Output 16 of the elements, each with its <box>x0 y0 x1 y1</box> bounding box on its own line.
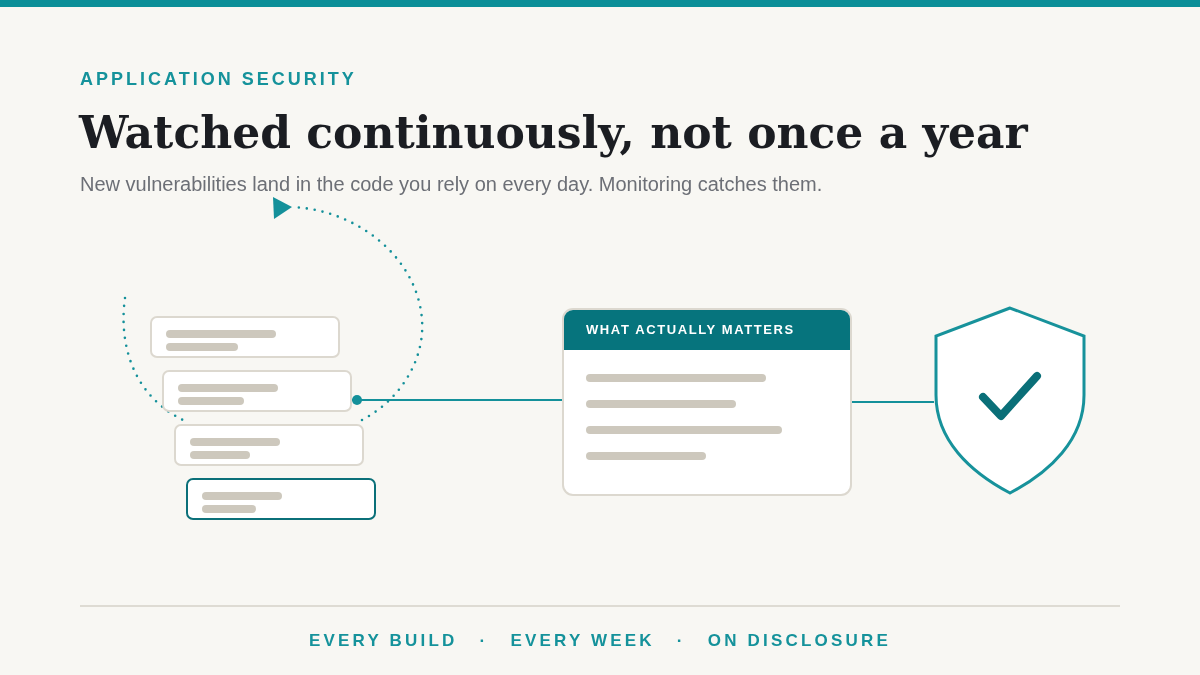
list-card <box>150 316 340 358</box>
separator: · <box>479 630 489 652</box>
separator: · <box>676 630 686 652</box>
panel-heading: WHAT ACTUALLY MATTERS <box>564 310 850 350</box>
connector-line <box>851 401 935 403</box>
list-card <box>174 424 364 466</box>
eyebrow-label: APPLICATION SECURITY <box>80 68 357 90</box>
report-panel <box>562 308 852 496</box>
footer-label: EVERY WEEK <box>510 630 655 652</box>
footer-label: EVERY BUILD <box>309 630 458 652</box>
shield-check-icon <box>934 306 1086 496</box>
title: Watched continuously, not once a year <box>79 106 1028 160</box>
footer-label: ON DISCLOSURE <box>707 630 891 652</box>
list-card <box>162 370 352 412</box>
subtitle: New vulnerabilities land in the code you rely on every day. Monitoring catches them. <box>80 172 823 196</box>
list-card <box>186 478 376 520</box>
